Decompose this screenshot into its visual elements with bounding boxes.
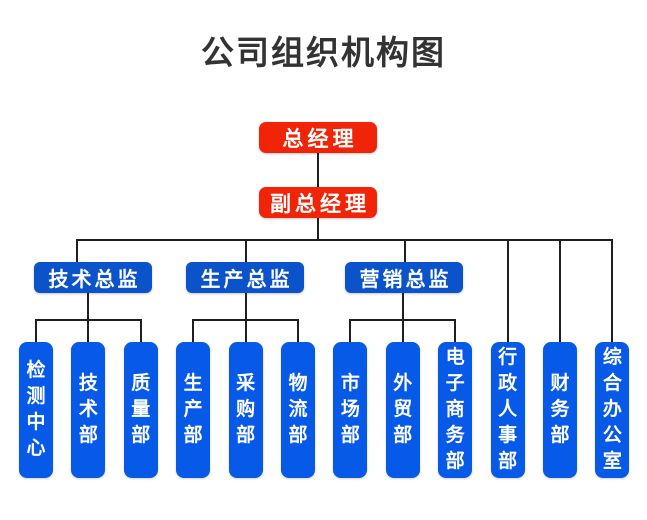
drop-to-department-9: [506, 239, 509, 342]
sub-bus-line-2: [349, 319, 457, 321]
node-department: 生产部: [176, 342, 211, 478]
drop-to-department-2: [139, 321, 142, 342]
main-bus-line: [76, 239, 614, 241]
sub-bus-line-0: [35, 319, 142, 321]
node-department: 技术部: [71, 342, 106, 478]
drop-to-department-1: [87, 321, 90, 342]
director-2-stem: [401, 293, 404, 319]
node-department: 质量部: [123, 342, 158, 478]
connector-gm-to-deputy: [317, 153, 319, 187]
drop-to-department-3: [192, 321, 195, 342]
node-department: 物流部: [281, 342, 315, 478]
director-1-stem: [244, 293, 247, 319]
node-director: 生产总监: [186, 262, 304, 293]
sub-bus-line-1: [192, 319, 299, 321]
node-department: 采购部: [228, 342, 263, 478]
node-department: 行政人事部: [490, 342, 525, 478]
node-department: 外贸部: [385, 342, 420, 478]
director-0-stem: [87, 293, 90, 319]
page-title: 公司组织机构图: [201, 34, 446, 71]
drop-to-director-2: [404, 239, 406, 262]
node-general-manager: 总经理: [259, 122, 377, 153]
drop-to-department-0: [35, 321, 37, 342]
connector-deputy-to-bus: [317, 218, 319, 239]
drop-to-director-1: [245, 239, 247, 262]
drop-to-department-5: [297, 321, 299, 342]
node-department: 检测中心: [19, 342, 53, 478]
node-department: 市场部: [333, 342, 368, 478]
drop-to-director-0: [76, 239, 78, 262]
node-department: 电子商务部: [438, 342, 473, 478]
drop-to-department-6: [349, 321, 352, 342]
node-department: 综合办公室: [595, 342, 630, 478]
drop-to-department-11: [611, 239, 614, 342]
node-director: 营销总监: [345, 262, 463, 293]
drop-to-department-7: [401, 321, 404, 342]
drop-to-department-10: [559, 239, 561, 342]
drop-to-department-8: [454, 321, 457, 342]
node-deputy-general-manager: 副总经理: [259, 187, 377, 218]
drop-to-department-4: [244, 321, 247, 342]
node-department: 财务部: [543, 342, 577, 478]
node-director: 技术总监: [34, 262, 152, 293]
